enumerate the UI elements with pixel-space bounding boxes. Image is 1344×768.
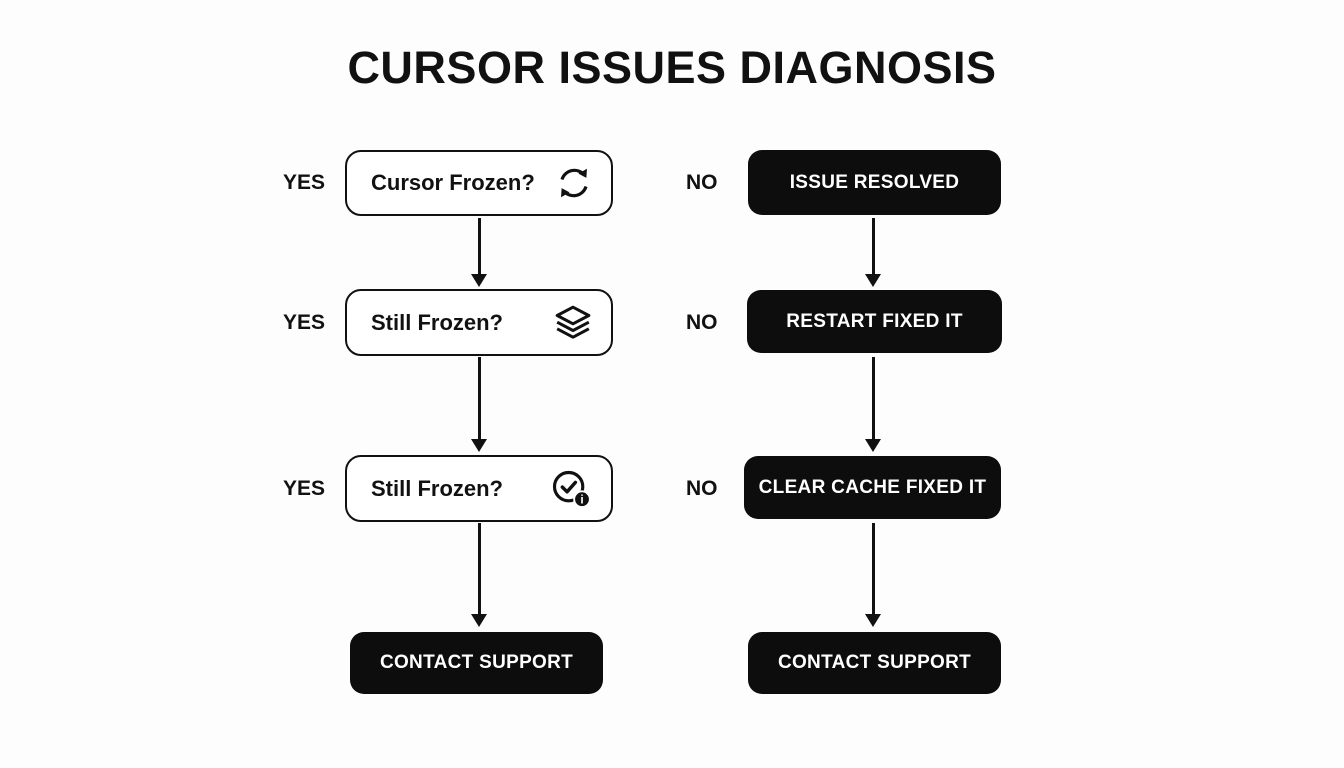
node-text: ISSUE RESOLVED	[789, 171, 960, 193]
node-contact-support-left: CONTACT SUPPORT	[350, 632, 603, 694]
node-text: Cursor Frozen?	[371, 170, 535, 195]
branch-label-no-1: NO	[686, 171, 718, 194]
refresh-icon	[560, 168, 588, 198]
arrow-down	[478, 523, 481, 615]
arrow-down	[872, 218, 875, 275]
arrow-down	[478, 357, 481, 440]
layers-icon	[555, 305, 591, 339]
arrow-down	[478, 218, 481, 275]
node-issue-resolved: ISSUE RESOLVED	[748, 150, 1001, 215]
branch-label-yes-2: YES	[283, 311, 326, 334]
check-info-icon: i	[552, 470, 591, 508]
branch-label-yes-1: YES	[283, 171, 326, 194]
node-restart-fixed-it: RESTART FIXED IT	[747, 290, 1002, 353]
node-still-frozen-1: Still Frozen?	[345, 289, 613, 356]
node-text: Still Frozen?	[371, 309, 503, 335]
svg-text:i: i	[580, 493, 583, 506]
node-text: RESTART FIXED IT	[786, 310, 963, 332]
node-clear-cache-fixed-it: CLEAR CACHE FIXED IT	[744, 456, 1001, 519]
branch-label-no-3: NO	[686, 477, 718, 500]
node-text: Still Frozen?	[371, 475, 503, 501]
node-text: CONTACT SUPPORT	[777, 652, 972, 673]
branch-label-yes-3: YES	[283, 477, 326, 500]
node-contact-support-right: CONTACT SUPPORT	[748, 632, 1001, 694]
page-title: CURSOR ISSUES DIAGNOSIS	[347, 42, 997, 93]
node-cursor-frozen: Cursor Frozen?	[345, 150, 613, 216]
arrow-down	[872, 523, 875, 615]
branch-label-no-2: NO	[686, 311, 718, 334]
node-text: CONTACT SUPPORT	[379, 652, 574, 673]
node-text: CLEAR CACHE FIXED IT	[758, 476, 987, 498]
node-still-frozen-2: Still Frozen? i	[345, 455, 613, 522]
arrow-down	[872, 357, 875, 440]
